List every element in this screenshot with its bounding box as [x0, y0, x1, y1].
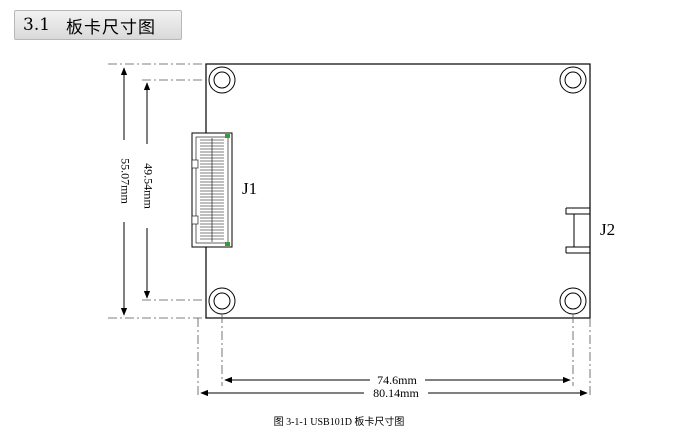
- figure-caption: 图 3-1-1 USB101D 板卡尺寸图: [273, 417, 405, 428]
- j1-connector: [191, 132, 233, 248]
- mounting-hole-bottom-right: [559, 287, 587, 315]
- extension-lines: [108, 63, 591, 396]
- board-outline: [205, 63, 591, 319]
- j1-label: J1: [242, 179, 257, 198]
- j2-label: J2: [600, 220, 615, 239]
- inner-width-label: 74.6mm: [377, 373, 417, 387]
- outer-height-label: 55.07mm: [118, 158, 132, 204]
- mounting-hole-top-left: [208, 66, 236, 94]
- section-number: 3.1: [23, 15, 51, 35]
- section-title: 板卡尺寸图: [66, 17, 157, 38]
- section-header: 3.1 板卡尺寸图: [14, 10, 182, 40]
- mounting-hole-bottom-left: [208, 287, 236, 315]
- outer-width-label: 80.14mm: [373, 386, 419, 400]
- j2-connector: [565, 207, 591, 254]
- mounting-hole-top-right: [559, 66, 587, 94]
- inner-height-label: 49.54mm: [141, 163, 155, 209]
